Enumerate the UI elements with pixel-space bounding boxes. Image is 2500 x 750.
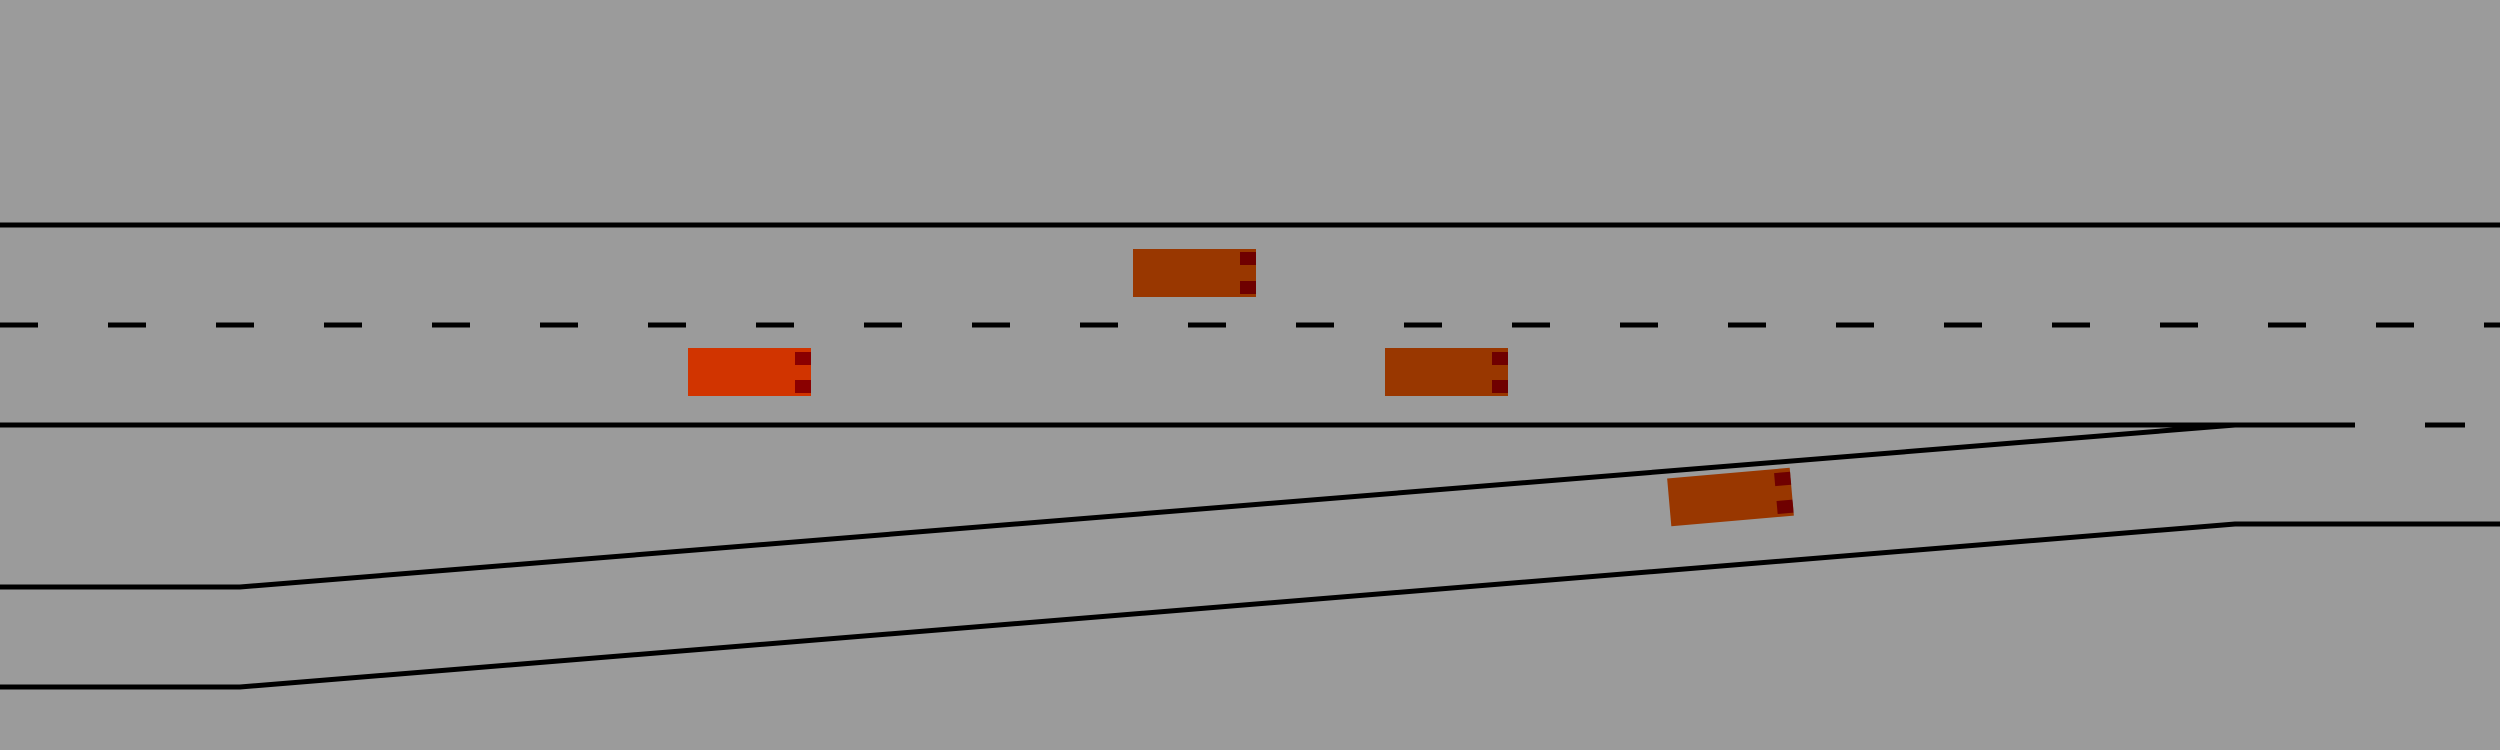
ego-car-body: [688, 348, 811, 396]
car-middle-lane-light-right: [1492, 380, 1508, 393]
car-middle-lane-light-left: [1492, 352, 1508, 365]
ego-car-light-left: [795, 352, 811, 365]
car-on-ramp-light-left: [1774, 471, 1792, 487]
ego-car-light-right: [795, 380, 811, 393]
car-on-ramp-light-right: [1776, 499, 1794, 514]
car-middle-lane: [1385, 348, 1508, 396]
car-middle-lane-body: [1385, 348, 1508, 396]
car-upper-lane: [1133, 249, 1256, 297]
car-on-ramp-body: [1667, 467, 1794, 527]
on-ramp-upper-edge-line: [0, 422, 2236, 590]
car-on-ramp: [1667, 467, 1794, 527]
car-upper-lane-light-left: [1240, 252, 1256, 265]
on-ramp-lower-edge-line: [0, 521, 2500, 690]
car-upper-lane-body: [1133, 249, 1256, 297]
ego-car: [688, 348, 811, 396]
car-upper-lane-light-right: [1240, 281, 1256, 294]
